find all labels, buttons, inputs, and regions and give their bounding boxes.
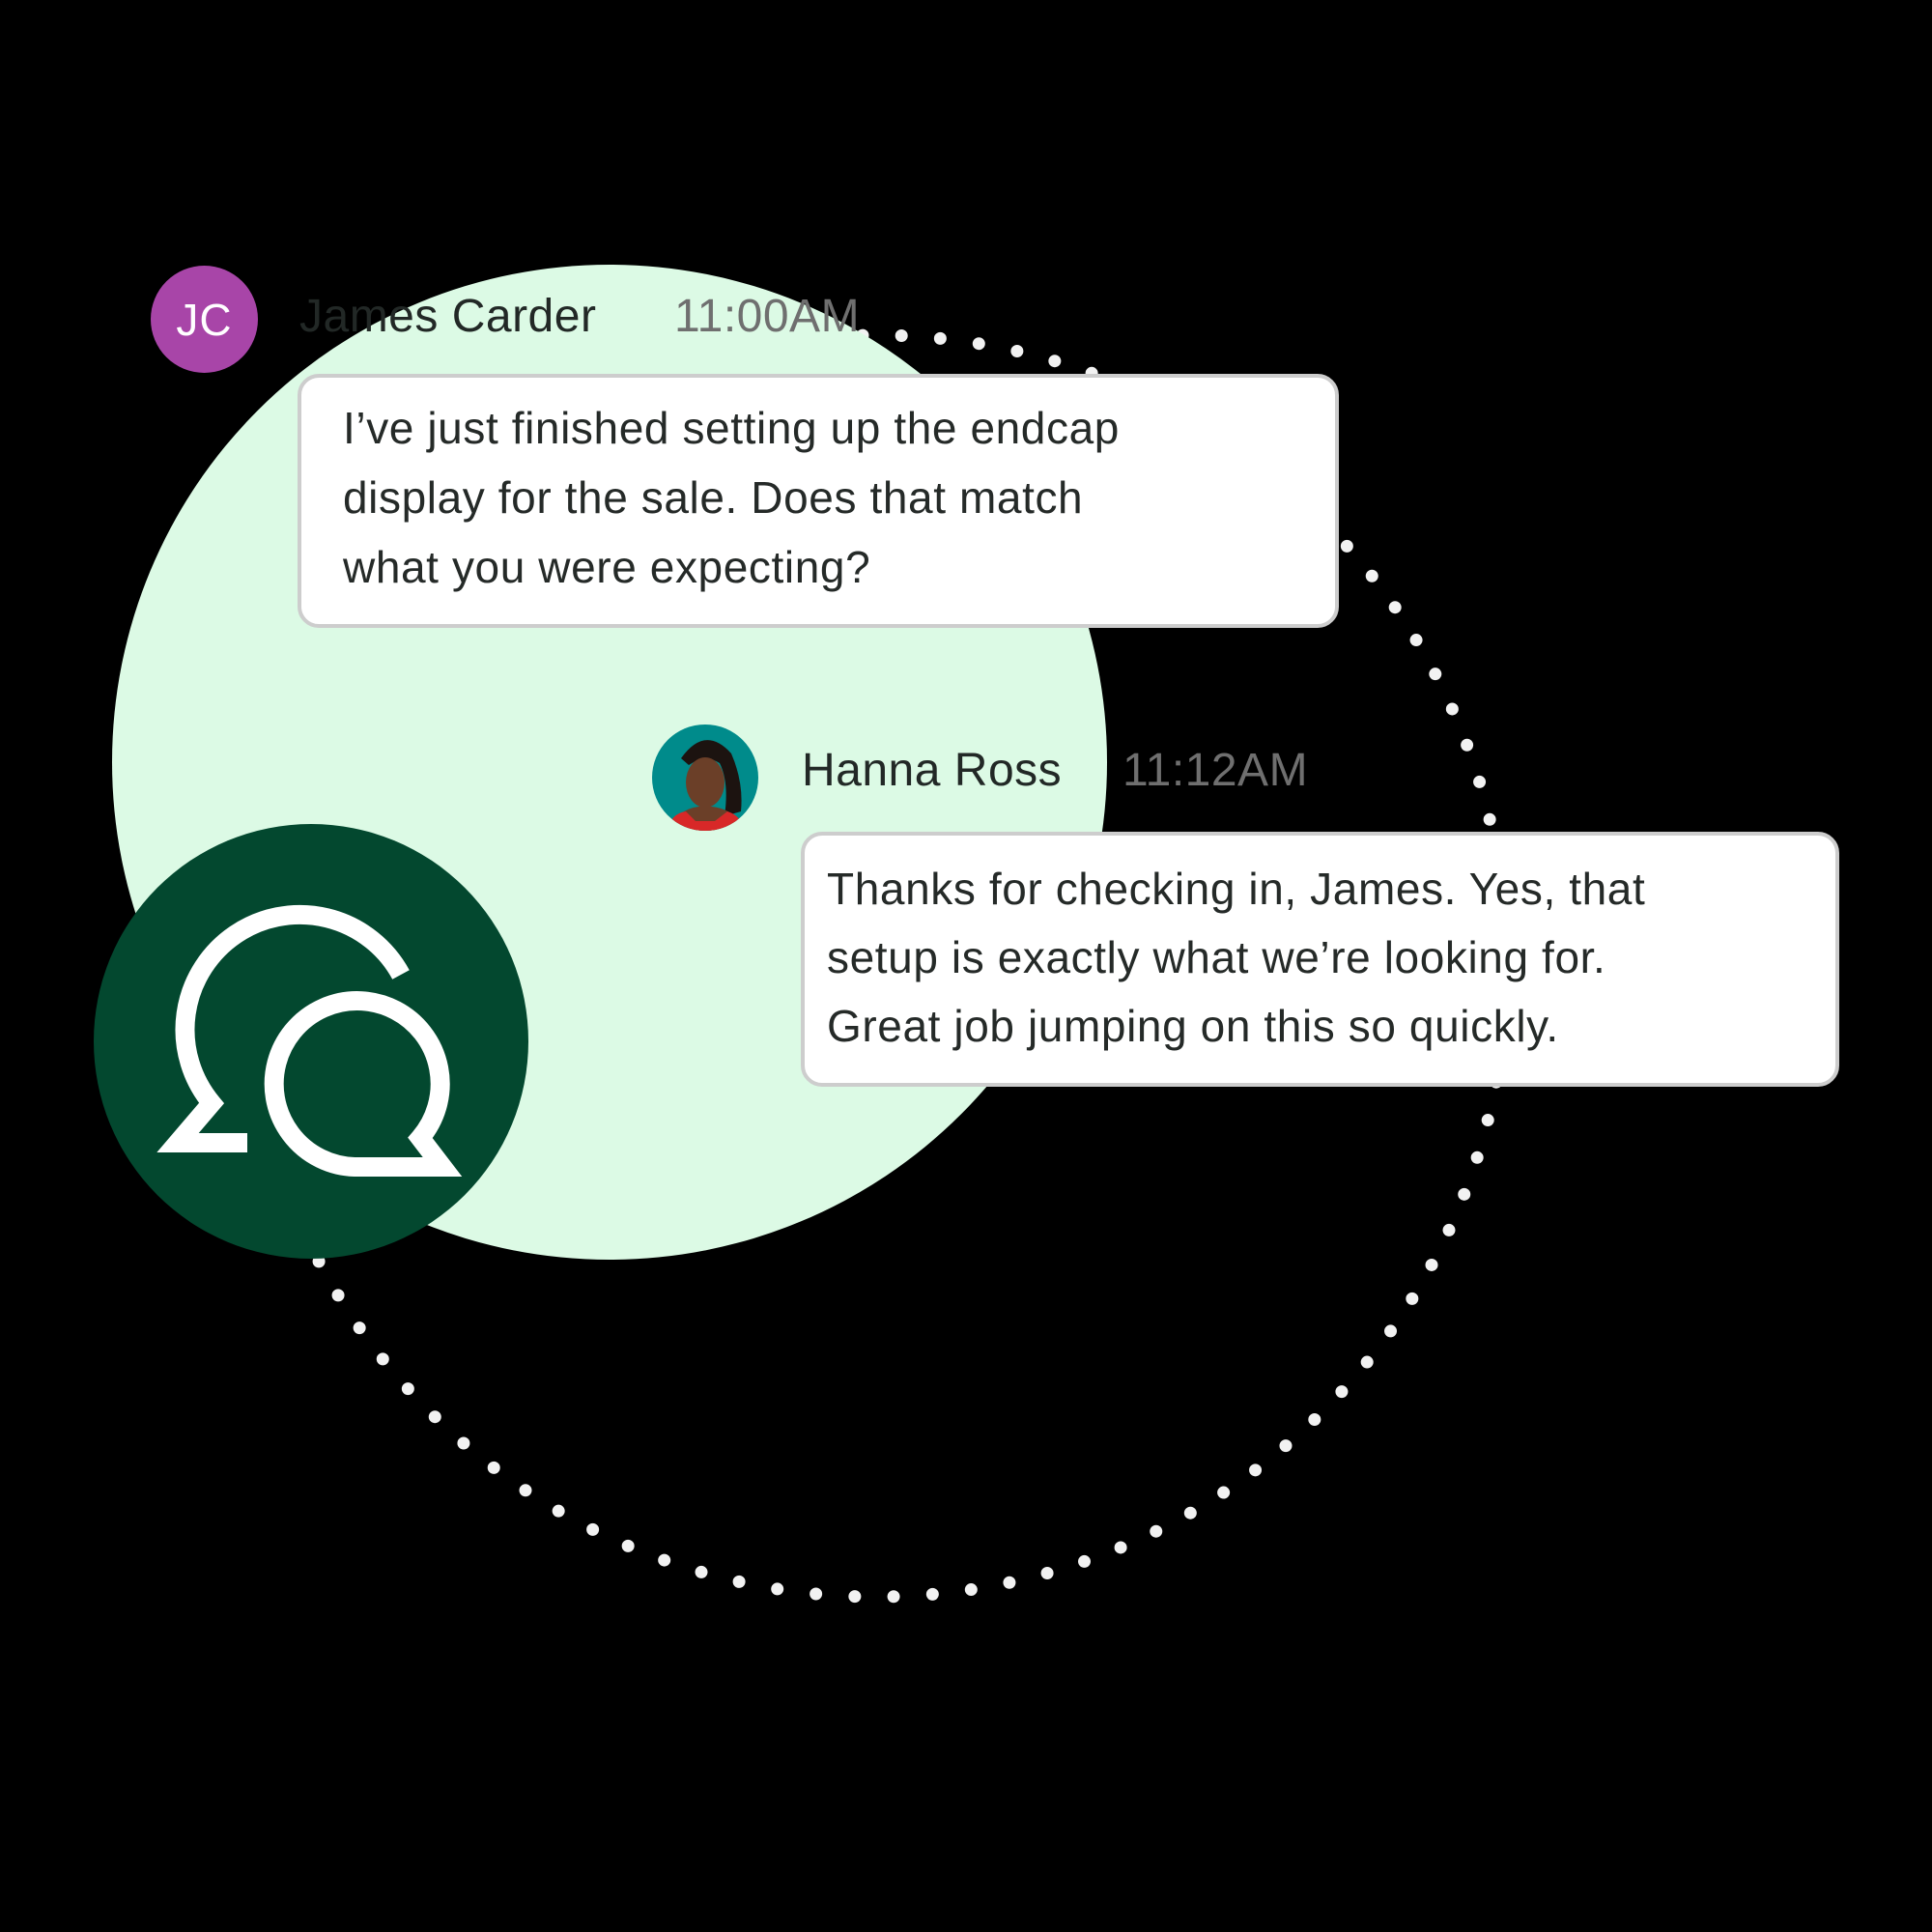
chat-bubbles-icon [156,904,463,1177]
message-timestamp: 11:00AM [674,291,861,342]
avatar-hanna-ross [652,724,758,831]
avatar-initials: JC [176,294,233,345]
message-line: what you were expecting? [343,542,871,592]
message-bubble: Thanks for checking in, James. Yes, that… [801,832,1839,1087]
message-bubble: I’ve just finished setting up the endcap… [298,374,1339,628]
sender-name: Hanna Ross [802,745,1063,796]
message-timestamp: 11:12AM [1122,745,1309,796]
message-line: setup is exactly what we’re looking for. [827,932,1606,982]
sender-name: James Carder [299,291,597,342]
message-line: display for the sale. Does that match [343,472,1084,523]
avatar-james-carder: JC [151,266,258,373]
message-line: Thanks for checking in, James. Yes, that [827,864,1646,914]
message-line: Great job jumping on this so quickly. [827,1001,1559,1051]
message-line: I’ve just finished setting up the endcap [343,403,1120,453]
profile-photo-icon [652,724,758,831]
